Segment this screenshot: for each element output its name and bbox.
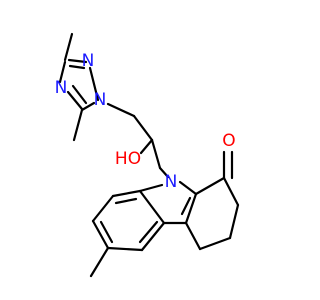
atom-n2-triazole: N — [82, 51, 95, 71]
bond-c8a-c1 — [194, 176, 226, 196]
bond-n4-c5-double — [71, 84, 88, 105]
bond-c4a-c8a — [184, 192, 198, 225]
bond-c4p-c4b — [140, 221, 166, 252]
bond-c1-c2 — [222, 176, 240, 207]
bond-n2-c3-double — [68, 64, 86, 70]
bond-c9a-c4b — [138, 189, 166, 225]
bond-c3-methyl — [63, 32, 74, 62]
bond-c2p-c3p-double — [99, 220, 114, 244]
atom-ketone-oxygen: O — [222, 131, 235, 151]
bond-c9a-c1p-double — [114, 197, 138, 205]
bond-c3-c4 — [198, 236, 232, 251]
atom-n9-carbazole: N — [165, 172, 178, 192]
bond-n4-c5 — [66, 90, 84, 111]
atom-n1-triazole: N — [94, 90, 107, 110]
bond-c4p-c4b-double — [138, 220, 159, 244]
bond-c1p-c2p — [91, 194, 115, 223]
bond-choh-oh — [139, 138, 154, 155]
bond-c4-c4a — [184, 221, 202, 251]
bond-c3p-c4p — [106, 246, 144, 252]
atom-n4-triazole: N — [55, 78, 68, 98]
bond-c9a-c1p — [111, 189, 142, 198]
bond-c2-c3 — [228, 203, 240, 240]
bond-c5-methyl — [72, 108, 84, 142]
bond-c3-n4 — [58, 60, 67, 84]
structure-svg: N N N HO N O — [55, 32, 240, 278]
bonds — [58, 32, 240, 278]
bond-c4a-c8a-double — [180, 196, 192, 216]
bond-n9-c9a — [138, 183, 164, 193]
bond-ch2-choh — [132, 114, 154, 142]
bond-c3p-methyl — [89, 246, 110, 278]
molecule-structure-diagram: N N N HO N O — [54, 32, 240, 278]
bond-n2-c3 — [67, 58, 88, 64]
bond-n1-ch2 — [106, 102, 136, 118]
bond-ch2-n9 — [158, 166, 170, 179]
atom-hydroxyl-oxygen: HO — [115, 149, 141, 169]
bond-n9-c8a — [178, 180, 198, 196]
bond-c2p-c3p — [91, 219, 110, 250]
bond-n1-n2 — [88, 66, 100, 102]
bond-choh-ch2 — [150, 138, 162, 170]
bond-c5-n1 — [80, 101, 96, 112]
atom-labels: N N N HO N O — [55, 51, 236, 192]
